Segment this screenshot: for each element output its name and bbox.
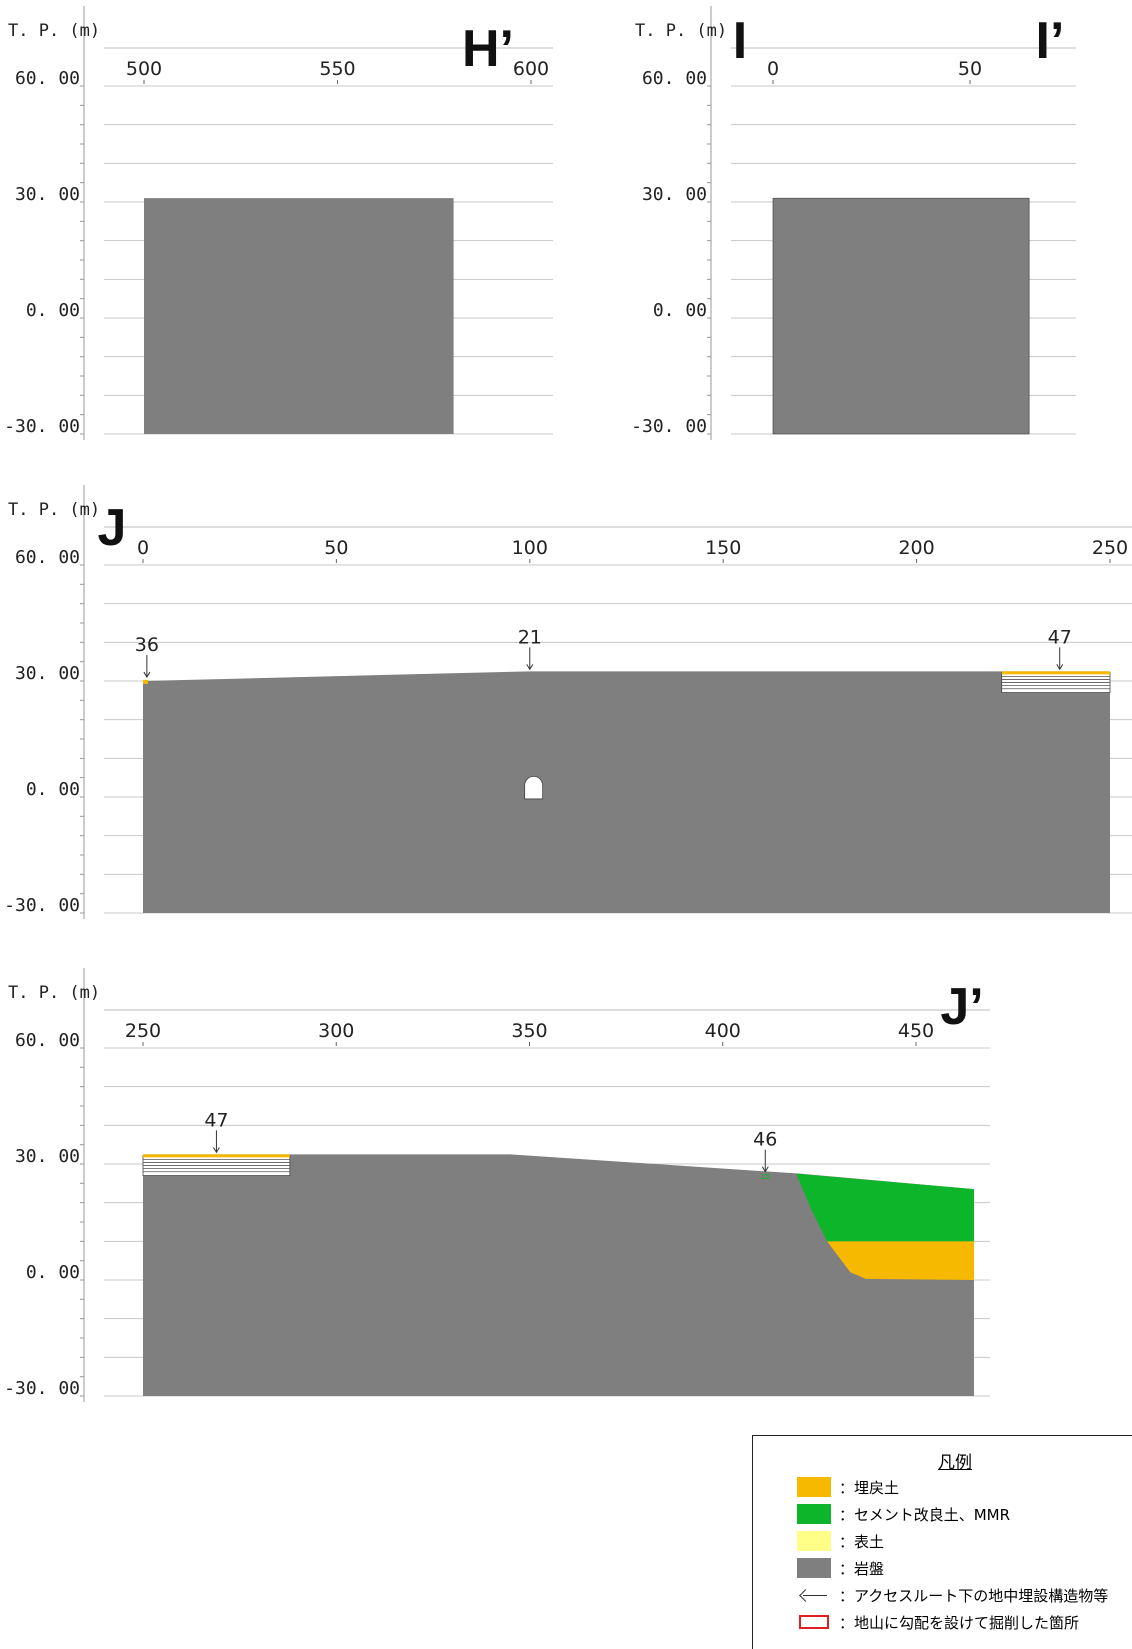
y-tick-label: 60. 00 — [15, 1030, 80, 1051]
legend-item-slope-excavation: ：地山に勾配を設けて掘削した箇所 — [797, 1611, 1079, 1633]
backfill-spot — [143, 679, 148, 684]
x-tick-label: 50 — [958, 58, 982, 80]
legend-item-bedrock: ：岩盤 — [797, 1557, 884, 1579]
backfill-strip — [143, 1154, 290, 1158]
backfill-swatch — [797, 1477, 831, 1497]
y-tick-label: 30. 00 — [642, 184, 707, 205]
section-end-letter: H’ — [462, 20, 514, 78]
x-tick-label: 600 — [513, 58, 549, 80]
bedrock-area — [143, 1154, 974, 1396]
x-tick-label: 150 — [705, 537, 741, 559]
legend-label: ：アクセスルート下の地中埋設構造物等 — [839, 1586, 1109, 1605]
bedrock-area — [143, 671, 1110, 913]
x-tick-label: 250 — [1092, 537, 1128, 559]
red-outline-icon — [799, 1615, 829, 1629]
marker-arrowhead — [143, 671, 151, 679]
x-tick-label: 500 — [126, 58, 162, 80]
x-tick-label: 0 — [767, 58, 779, 80]
y-tick-label: -30. 00 — [631, 416, 707, 437]
legend: 凡例 ：埋戻土 ：セメント改良土、MMR ：表土 ：岩盤 ：アクセスルート下の地… — [752, 1435, 1132, 1649]
marker-label: 47 — [204, 1109, 228, 1131]
elevation-axis-label: T. P. (m) — [8, 21, 100, 41]
x-tick-label: 200 — [898, 537, 934, 559]
bedrock-area — [144, 198, 454, 434]
bedrock-swatch — [797, 1558, 831, 1578]
x-tick-label: 0 — [137, 537, 149, 559]
y-tick-label: 0. 00 — [26, 779, 80, 800]
x-tick-label: 300 — [318, 1020, 354, 1042]
y-tick-label: 30. 00 — [15, 184, 80, 205]
section-panel-j2: T. P. (m) 60. 00 30. 00 0. 00 -30. 00 250 300 3… — [4, 968, 990, 1402]
y-tick-label: 60. 00 — [642, 68, 707, 89]
y-tick-label: -30. 00 — [4, 416, 80, 437]
x-tick-label: 100 — [512, 537, 548, 559]
bedrock-area — [772, 197, 1030, 435]
y-tick-label: 60. 00 — [15, 68, 80, 89]
y-tick-label: 0. 00 — [26, 1262, 80, 1283]
legend-label: ：表土 — [839, 1532, 885, 1551]
y-tick-label: 0. 00 — [26, 300, 80, 321]
x-tick-label: 250 — [125, 1020, 161, 1042]
legend-label: ：セメント改良土、MMR — [839, 1505, 1011, 1524]
marker-arrowhead — [1056, 664, 1064, 671]
x-tick-label: 550 — [319, 58, 355, 80]
legend-item-buried-structure: ：アクセスルート下の地中埋設構造物等 — [797, 1584, 1108, 1606]
section-panel-i: T. P. (m) 60. 00 30. 00 0. 00 -30. 00 0 50 I I’ — [631, 6, 1076, 440]
marker-label: 36 — [135, 634, 159, 656]
marker-arrowhead — [761, 1166, 769, 1173]
x-tick-label: 450 — [898, 1020, 934, 1042]
y-tick-label: 30. 00 — [15, 663, 80, 684]
legend-label: ：岩盤 — [839, 1559, 885, 1578]
cement-swatch — [797, 1504, 831, 1524]
legend-label: ：地山に勾配を設けて掘削した箇所 — [839, 1613, 1080, 1632]
marker-label: 46 — [753, 1129, 777, 1151]
backfill-area — [827, 1241, 974, 1280]
y-tick-label: 60. 00 — [15, 547, 80, 568]
x-tick-label: 50 — [324, 537, 348, 559]
section-start-letter: I — [733, 12, 747, 70]
section-panel-j1: T. P. (m) 60. 00 30. 00 0. 00 -30. 00 0 50 100 1… — [4, 485, 1132, 919]
elevation-axis-label: T. P. (m) — [8, 983, 100, 1003]
marker-arrowhead — [526, 664, 534, 671]
cement-improved-soil-area — [796, 1173, 974, 1242]
marker-label: 21 — [518, 626, 542, 648]
elevation-axis-label: T. P. (m) — [8, 500, 100, 520]
marker-arrowhead — [213, 1147, 220, 1154]
legend-item-cement: ：セメント改良土、MMR — [797, 1503, 1010, 1525]
buried-structure-box — [761, 1174, 769, 1179]
elevation-axis-label: T. P. (m) — [635, 21, 727, 41]
marker-label: 47 — [1048, 626, 1072, 648]
section-panel-h: T. P. (m) 60. 00 30. 00 0. 00 -30. 00 500 550 6… — [4, 6, 553, 440]
legend-item-topsoil: ：表土 — [797, 1530, 884, 1552]
topsoil-swatch — [797, 1531, 831, 1551]
legend-label: ：埋戻土 — [839, 1478, 900, 1497]
section-end-letter: J’ — [940, 978, 983, 1036]
x-tick-label: 400 — [705, 1020, 741, 1042]
legend-item-backfill: ：埋戻土 — [797, 1476, 899, 1498]
backfill-strip — [1001, 671, 1110, 675]
arrow-icon — [797, 1585, 831, 1605]
y-tick-label: 30. 00 — [15, 1146, 80, 1167]
y-tick-label: -30. 00 — [4, 895, 80, 916]
tunnel — [524, 776, 544, 800]
section-end-letter: I’ — [1036, 12, 1065, 70]
x-tick-label: 350 — [511, 1020, 547, 1042]
y-tick-label: 0. 00 — [653, 300, 707, 321]
section-start-letter: J — [98, 499, 127, 557]
y-tick-label: -30. 00 — [4, 1378, 80, 1399]
legend-title: 凡例 — [938, 1453, 972, 1473]
